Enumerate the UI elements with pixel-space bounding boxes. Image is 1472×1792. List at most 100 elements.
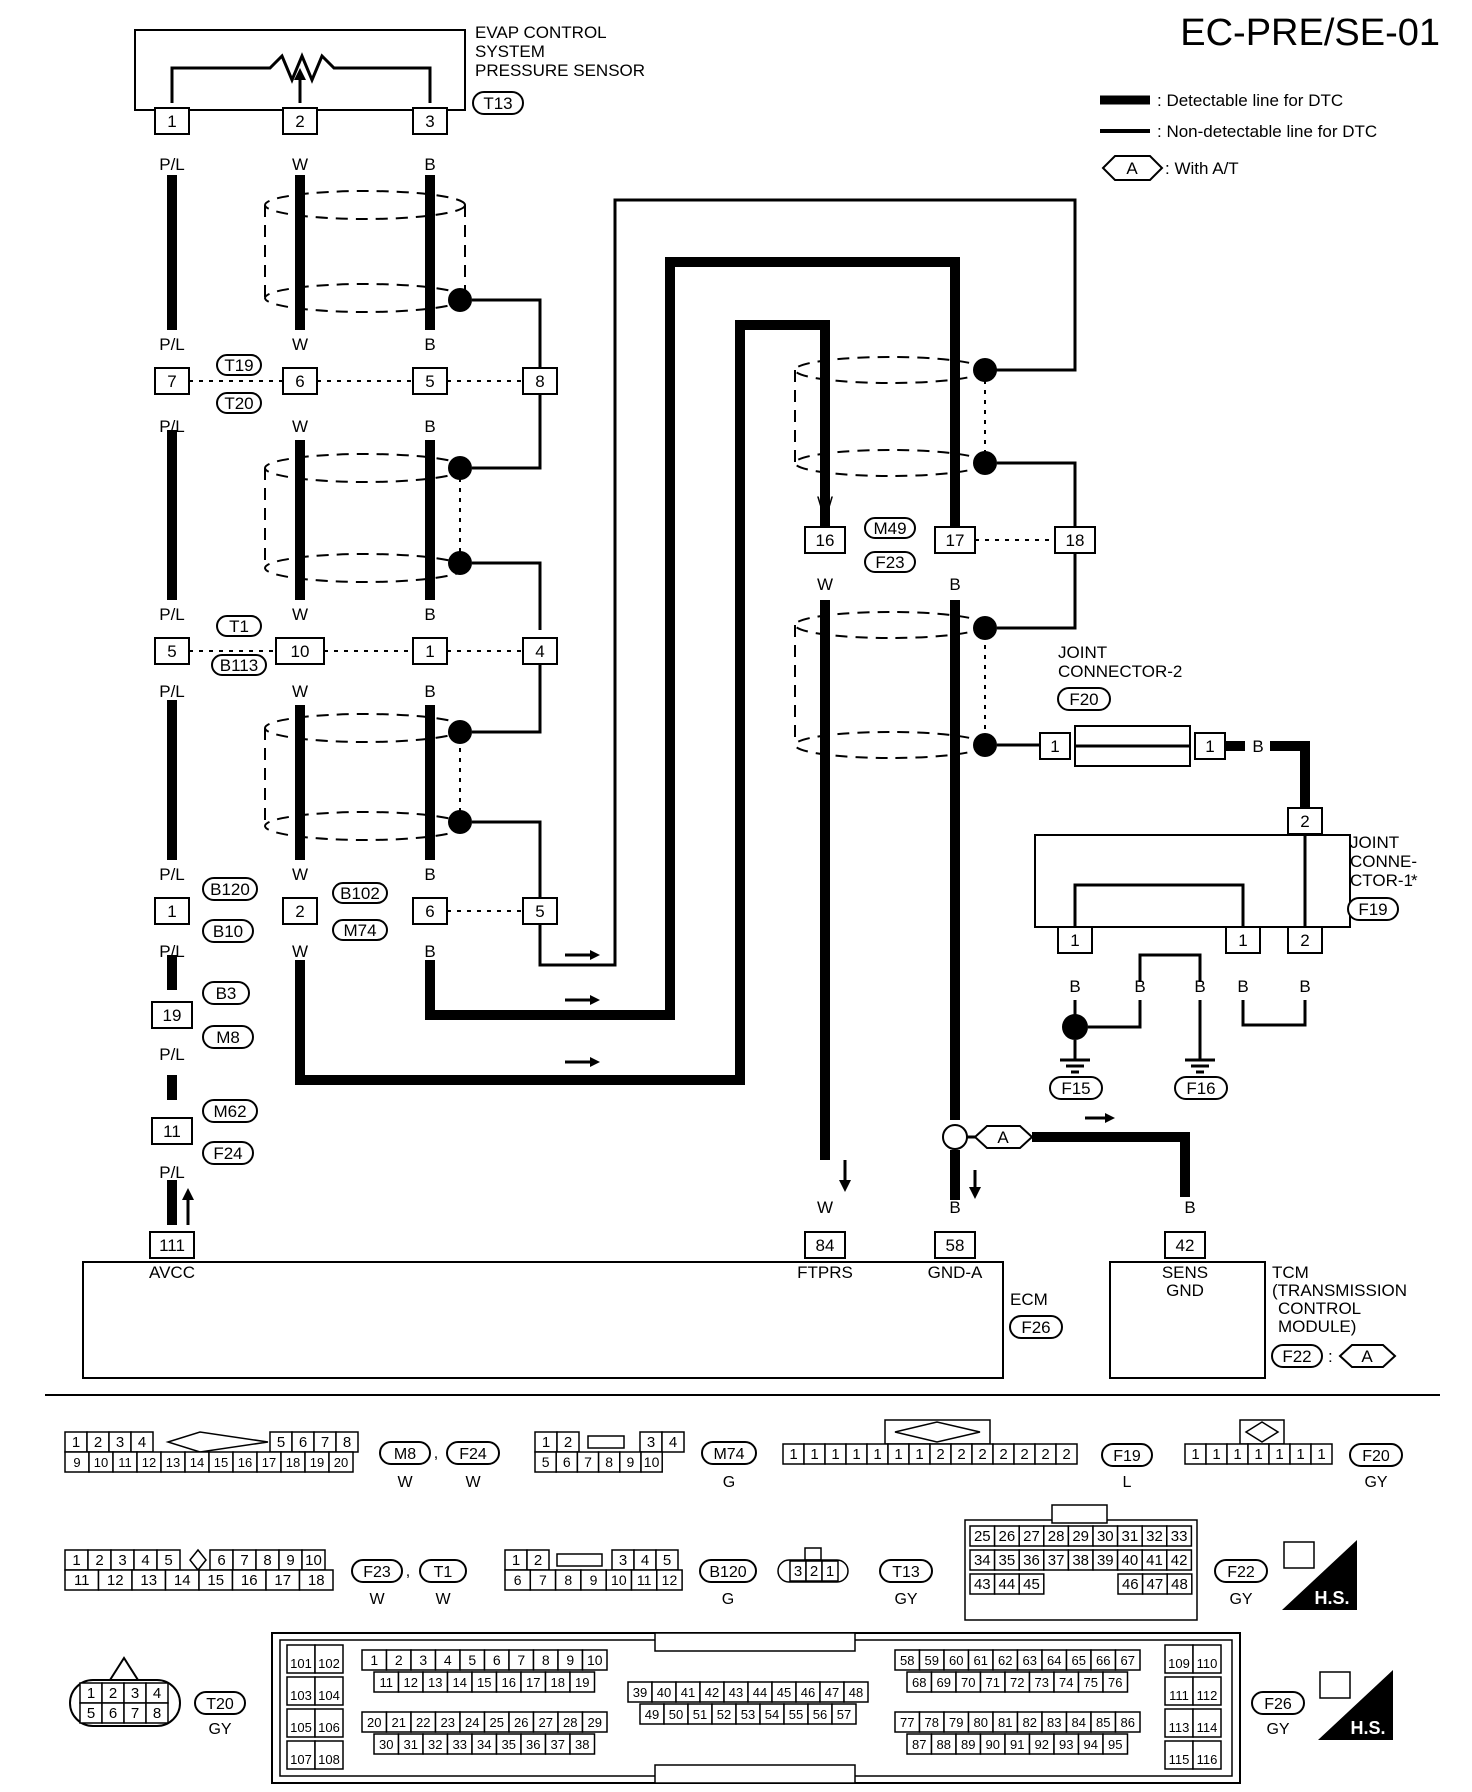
t13-face-key <box>804 1547 822 1561</box>
m74-face-pin: 7 <box>584 1454 592 1470</box>
wire-color-pl: P/L <box>159 155 185 174</box>
joint-connector-1-body <box>1034 834 1351 928</box>
pin-5-label: 5 <box>167 642 176 661</box>
joint-connector-1-label-1: JOINT <box>1350 833 1399 852</box>
t13-face-cell <box>821 1560 839 1582</box>
wire-color-b: B <box>424 605 435 624</box>
f26-hs-connector-icon <box>1319 1671 1351 1699</box>
f26-face-pin: 30 <box>379 1737 393 1752</box>
m8-face-pin: 9 <box>73 1455 80 1470</box>
face-t20-color: GY <box>208 1721 231 1738</box>
face-t13-color: GY <box>894 1591 917 1608</box>
ecm-pin-84 <box>804 1231 846 1259</box>
m74-face-pin: 1 <box>542 1434 550 1451</box>
f26-face-pin: 4 <box>444 1652 452 1668</box>
f26-face-cell <box>1192 1708 1222 1738</box>
f26-face-pin: 20 <box>367 1715 381 1730</box>
m74-face-pin: 10 <box>644 1454 660 1470</box>
f26-face-cell <box>1192 1740 1222 1770</box>
sensor-pin-2 <box>282 107 318 135</box>
f26-face-pin: 13 <box>428 1675 442 1690</box>
pin-16-label: 16 <box>816 531 835 550</box>
f22-face-cell <box>1166 1549 1193 1571</box>
f26-face-cell <box>1114 1711 1141 1733</box>
connector-f22-label: F22 <box>1282 1347 1311 1366</box>
face-t1-color: W <box>435 1591 451 1608</box>
sensor-pin-3-label: 3 <box>425 112 434 131</box>
connector-b10-label: B10 <box>213 922 243 941</box>
face-f22-tag <box>1214 1559 1268 1583</box>
connector-b102-label: B102 <box>340 884 380 903</box>
b120-face-pin: 2 <box>534 1552 542 1569</box>
sensor-pin-1-label: 1 <box>167 112 176 131</box>
face-f19-tag <box>1101 1443 1153 1467</box>
f26-face-cell <box>314 1740 344 1770</box>
tcm-label-3: CONTROL <box>1278 1299 1361 1318</box>
b120-face-pin: 5 <box>663 1552 671 1569</box>
f26-face-pin: 26 <box>514 1715 528 1730</box>
b120-face-pin: 8 <box>564 1572 572 1588</box>
tcm-label-2: (TRANSMISSION <box>1272 1281 1407 1300</box>
f26-face-pin: 102 <box>318 1656 340 1671</box>
wire-color-pl: P/L <box>159 335 185 354</box>
drain-wire <box>997 461 1077 535</box>
tcm-colon: : <box>1328 1347 1333 1366</box>
flow-arrow-icon <box>590 1057 600 1067</box>
m8-face-pin: 5 <box>277 1434 285 1451</box>
f26-face-cell <box>1164 1708 1194 1738</box>
f22-face-pin: 42 <box>1171 1552 1188 1569</box>
drain-wire <box>472 298 542 370</box>
ecm-pin-111 <box>149 1231 195 1259</box>
connector-m74-label: M74 <box>343 921 376 940</box>
face-t13-tag <box>879 1559 933 1583</box>
f20-face-pin: 1 <box>1254 1446 1262 1463</box>
f22-face-pin: 47 <box>1147 1576 1164 1593</box>
ground-splice-node <box>1062 1014 1088 1040</box>
t20-face-pin: 4 <box>153 1685 161 1702</box>
f26-face-pin: 57 <box>837 1707 851 1722</box>
pin-11 <box>151 1117 193 1145</box>
f26-face-pin: 22 <box>416 1715 430 1730</box>
f23-face-pin: 8 <box>263 1552 271 1569</box>
pin-17-label: 17 <box>946 531 965 550</box>
f23-face-pin: 12 <box>107 1572 124 1589</box>
pin-1-label: 1 <box>425 642 434 661</box>
t20-face-pin: 7 <box>131 1705 139 1722</box>
f26-face-pin: 78 <box>925 1715 939 1730</box>
face-m74-label: M74 <box>713 1446 744 1463</box>
f23-face-key <box>189 1548 207 1572</box>
m74-face-pin: 3 <box>647 1434 655 1451</box>
connector-tag-m49 <box>864 517 916 539</box>
wire-color-w: W <box>292 155 308 174</box>
sensor-pin-1 <box>154 107 190 135</box>
f26-face-pin: 15 <box>477 1675 491 1690</box>
f22-face-pin: 38 <box>1072 1552 1089 1569</box>
wire-color-w: W <box>292 605 308 624</box>
f22-hs-connector-icon <box>1283 1541 1315 1569</box>
connector-f16-label: F16 <box>1186 1079 1215 1098</box>
f23-face-pin: 7 <box>240 1552 248 1569</box>
m8-face-pin: 7 <box>321 1434 329 1451</box>
pin-7 <box>154 367 190 395</box>
f22-face-pin: 28 <box>1048 1528 1065 1545</box>
tcm-at-hexagon <box>1338 1344 1397 1368</box>
connector-m62-label: M62 <box>213 1102 246 1121</box>
joint-connector-1-label-3: CTOR-1 <box>1350 871 1413 890</box>
f26-face-cell <box>314 1644 344 1674</box>
joint-connector-1-label-2: CONNE- <box>1350 852 1417 871</box>
drain-wire <box>472 394 542 470</box>
shield-drain-node <box>448 720 472 744</box>
pin-1-label: 1 <box>1205 737 1214 756</box>
connector-b3-label: B3 <box>216 984 237 1003</box>
ecm-gnda-label: GND-A <box>928 1263 983 1282</box>
drain-wire <box>472 820 542 898</box>
shield-drain-node <box>448 456 472 480</box>
face-f22-label: F22 <box>1227 1564 1255 1581</box>
f22-face-pin: 44 <box>999 1576 1016 1593</box>
b120-face-pin: 3 <box>619 1552 627 1569</box>
wire-color-pl: P/L <box>159 942 185 961</box>
signal-arrow-icon <box>969 1187 981 1199</box>
pin-6-b102 <box>412 897 448 925</box>
f26-face-pin: 116 <box>1197 1752 1218 1767</box>
m8-face-pin: 16 <box>238 1455 252 1470</box>
